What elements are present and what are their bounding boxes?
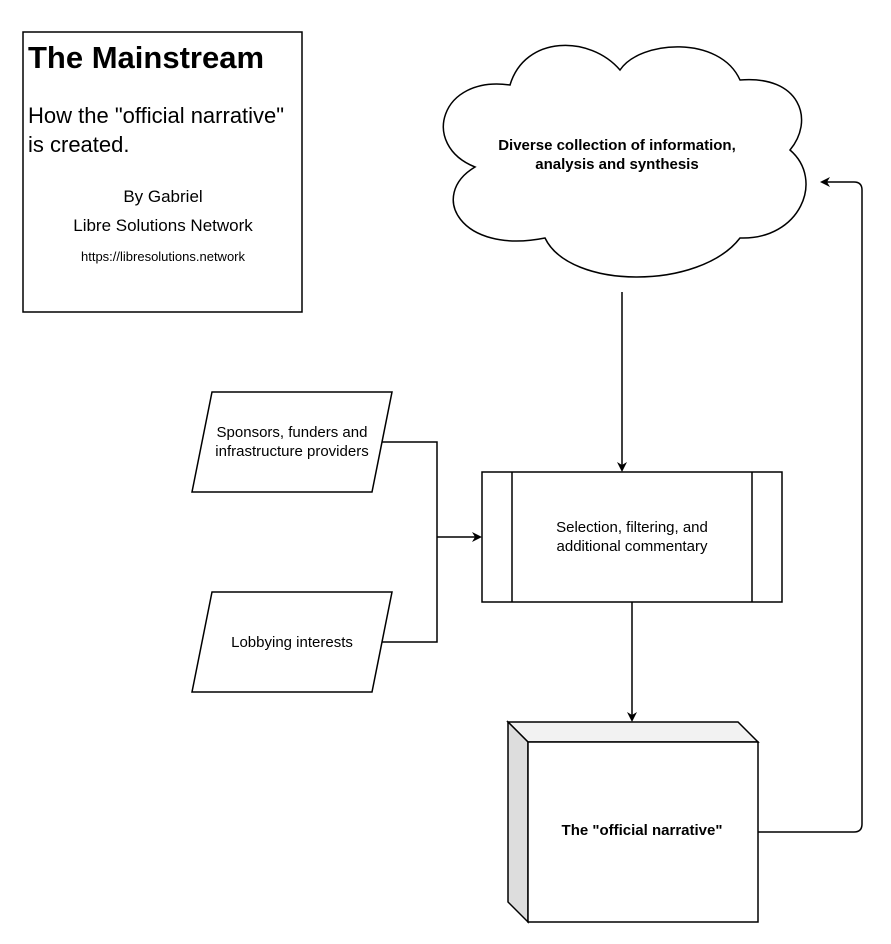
lobbying-shape bbox=[191, 591, 393, 693]
narrative-box-front bbox=[527, 741, 759, 923]
connector-lobbying bbox=[382, 537, 438, 643]
narrative-label: The "official narrative" bbox=[561, 821, 723, 839]
connector-sponsors bbox=[382, 441, 438, 537]
arrow-narrative-to-cloud bbox=[758, 177, 863, 833]
narrative-box-side bbox=[507, 720, 529, 924]
page-subtitle: How the "official narrative" is created. bbox=[28, 103, 285, 157]
sponsors-label: Sponsors, funders and infrastructure pro… bbox=[215, 424, 369, 460]
narrative-box-top bbox=[506, 721, 760, 743]
lobbying-label: Lobbying interests bbox=[231, 633, 353, 651]
cloud-label: Diverse collection of information, analy… bbox=[498, 137, 736, 173]
author-label: By Gabriel bbox=[123, 187, 203, 206]
title-box bbox=[22, 31, 303, 313]
process-box bbox=[481, 471, 783, 603]
process-label: Selection, filtering, and additional com… bbox=[556, 519, 708, 555]
sponsors-shape bbox=[191, 391, 393, 493]
url-link[interactable]: https://libresolutions.network bbox=[80, 249, 246, 264]
page-title: The Mainstream bbox=[28, 40, 265, 75]
org-label: Libre Solutions Network bbox=[73, 216, 253, 235]
cloud-shape bbox=[442, 44, 807, 278]
